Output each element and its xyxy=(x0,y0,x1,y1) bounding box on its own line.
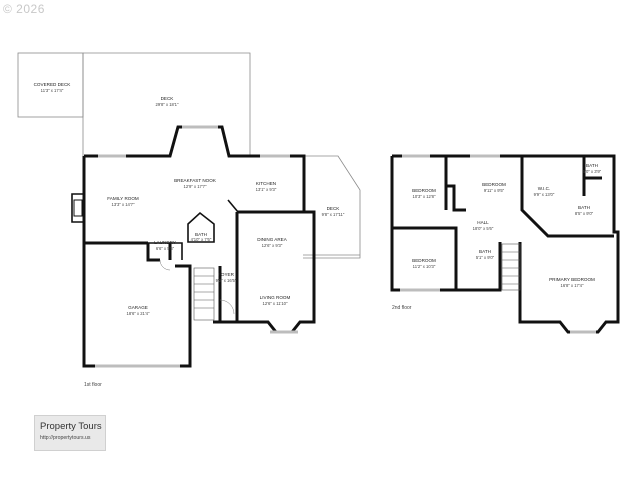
bedroom-c-dims: 11'2" x 10'3" xyxy=(413,264,436,269)
main-deck-label: DECK xyxy=(161,96,175,101)
breakfast-nook-label: BREAKFAST NOOK xyxy=(174,178,217,183)
door-swing-laundry xyxy=(159,259,171,271)
bath-small-label: BATH xyxy=(586,163,598,168)
second-floor-stairs xyxy=(501,243,521,291)
bath-primary-dims: 8'5" x 9'0" xyxy=(575,211,594,216)
laundry-label: LAUNDRY xyxy=(154,240,176,245)
family-room-dims: 13'3" x 14'7" xyxy=(112,202,135,207)
bath-small-dims: 5'0" x 3'9" xyxy=(583,169,602,174)
foyer-dims: 9'2" x 16'5" xyxy=(216,278,237,283)
primary-bedroom-dims: 16'8" x 17'4" xyxy=(561,283,584,288)
wic-label: W.I.C. xyxy=(538,186,551,191)
second-floor-exterior-wall xyxy=(390,154,620,334)
garage-label: GARAGE xyxy=(128,305,148,310)
side-deck-outline xyxy=(303,155,361,259)
bath-hall-label: BATH xyxy=(479,249,491,254)
main-deck-outline xyxy=(83,52,251,156)
breakfast-nook-dims: 12'9" x 17'7" xyxy=(184,184,207,189)
bath-1f-walls xyxy=(187,211,215,243)
family-room-label: FAMILY ROOM xyxy=(107,196,139,201)
covered-deck-label: COVERED DECK xyxy=(34,82,72,87)
primary-bedroom-label: PRIMARY BEDROOM xyxy=(549,277,595,282)
hall-label: HALL xyxy=(477,220,489,225)
first-floor-stairs xyxy=(193,267,215,321)
property-tours-logo: Property Tours http://propertytours.us xyxy=(34,415,106,451)
logo-url: http://propertytours.us xyxy=(40,435,91,441)
first-floor-room-labels: COVERED DECK 11'3" x 17'4" DECK 29'8" x … xyxy=(34,82,345,316)
side-deck-dims: 9'8" x 17'11" xyxy=(322,212,345,217)
bath-primary-label: BATH xyxy=(578,205,590,210)
foyer-label: FOYER xyxy=(218,272,235,277)
dining-area-label: DINING AREA xyxy=(257,237,288,242)
door-swing-foyer xyxy=(219,299,235,315)
bedroom-a-label: BEDROOM xyxy=(412,188,436,193)
kitchen-label: KITCHEN xyxy=(256,181,276,186)
bedroom-c-label: BEDROOM xyxy=(412,258,436,263)
fireplace-hearth xyxy=(73,199,83,217)
bath-1f-label: BATH xyxy=(195,232,207,237)
bath-hall-dims: 5'1" x 9'0" xyxy=(476,255,495,260)
second-floor-room-labels: BEDROOM 10'3" x 12'8" BEDROOM 9'11" x 9'… xyxy=(412,163,602,288)
garage-dims: 18'6" x 21'4" xyxy=(127,311,150,316)
covered-deck-dims: 11'3" x 17'4" xyxy=(41,88,64,93)
family-room-fireplace xyxy=(71,193,84,223)
laundry-dims: 6'6" x 5'5" xyxy=(156,246,175,251)
kitchen-island xyxy=(227,199,239,213)
bath-1f-dims: 4'10" x 7'6" xyxy=(191,237,212,242)
dining-area-dims: 12'6" x 9'3" xyxy=(262,243,283,248)
second-floor-label: 2nd floor xyxy=(392,305,412,311)
hall-dims: 18'0" x 5'6" xyxy=(473,226,494,231)
bedroom-b-dims: 9'11" x 9'5" xyxy=(484,188,505,193)
living-room-label: LIVING ROOM xyxy=(260,295,291,300)
bedroom-a-dims: 10'3" x 12'8" xyxy=(413,194,436,199)
second-floor-plan: BEDROOM 10'3" x 12'8" BEDROOM 9'11" x 9'… xyxy=(390,154,620,334)
kitchen-dims: 13'1" x 9'3" xyxy=(256,187,277,192)
copyright-watermark: © 2026 xyxy=(3,2,45,16)
wic-dims: 9'9" x 13'0" xyxy=(534,192,555,197)
first-floor-plan: COVERED DECK 11'3" x 17'4" DECK 29'8" x … xyxy=(17,52,361,388)
side-deck-label: DECK xyxy=(327,206,341,211)
logo-title: Property Tours xyxy=(40,421,102,432)
main-deck-dims: 29'8" x 18'1" xyxy=(156,102,179,107)
laundry-walls xyxy=(148,242,183,260)
bedroom-b-label: BEDROOM xyxy=(482,182,506,187)
living-room-dims: 12'6" x 11'10" xyxy=(263,301,288,306)
first-floor-label: 1st floor xyxy=(84,382,102,388)
